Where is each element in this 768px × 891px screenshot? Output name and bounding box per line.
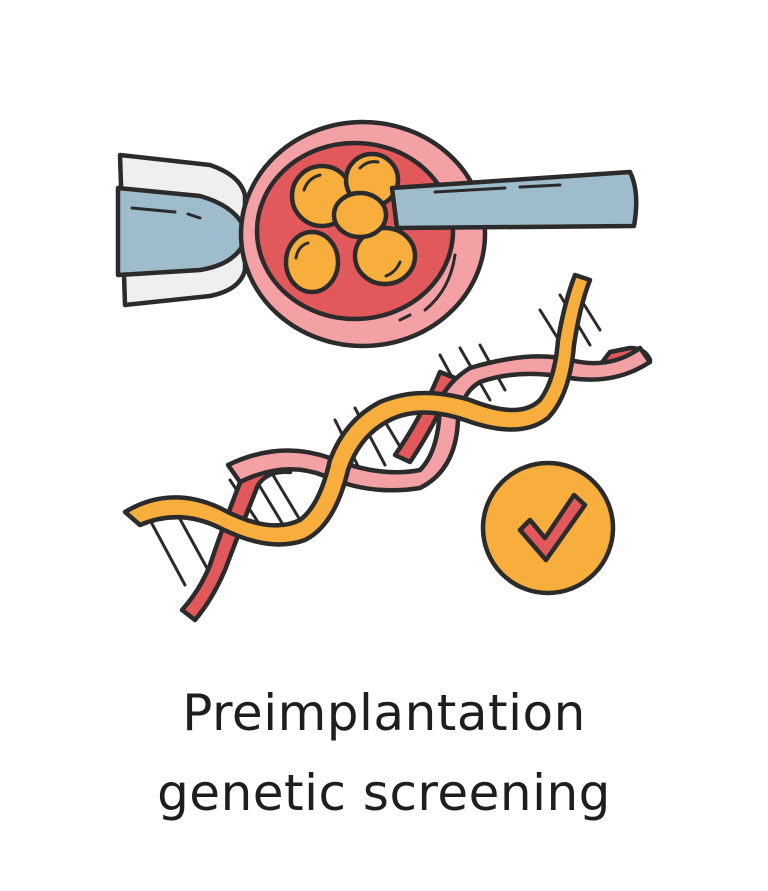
biopsy-needle-icon (389, 169, 639, 231)
caption-line-1: Preimplantation (182, 684, 586, 742)
embryo-icon (238, 119, 488, 349)
caption-line-2: genetic screening (157, 764, 611, 822)
dna-helix-icon (122, 272, 653, 623)
holding-pipette-icon (115, 152, 248, 308)
check-badge-icon (480, 460, 616, 596)
